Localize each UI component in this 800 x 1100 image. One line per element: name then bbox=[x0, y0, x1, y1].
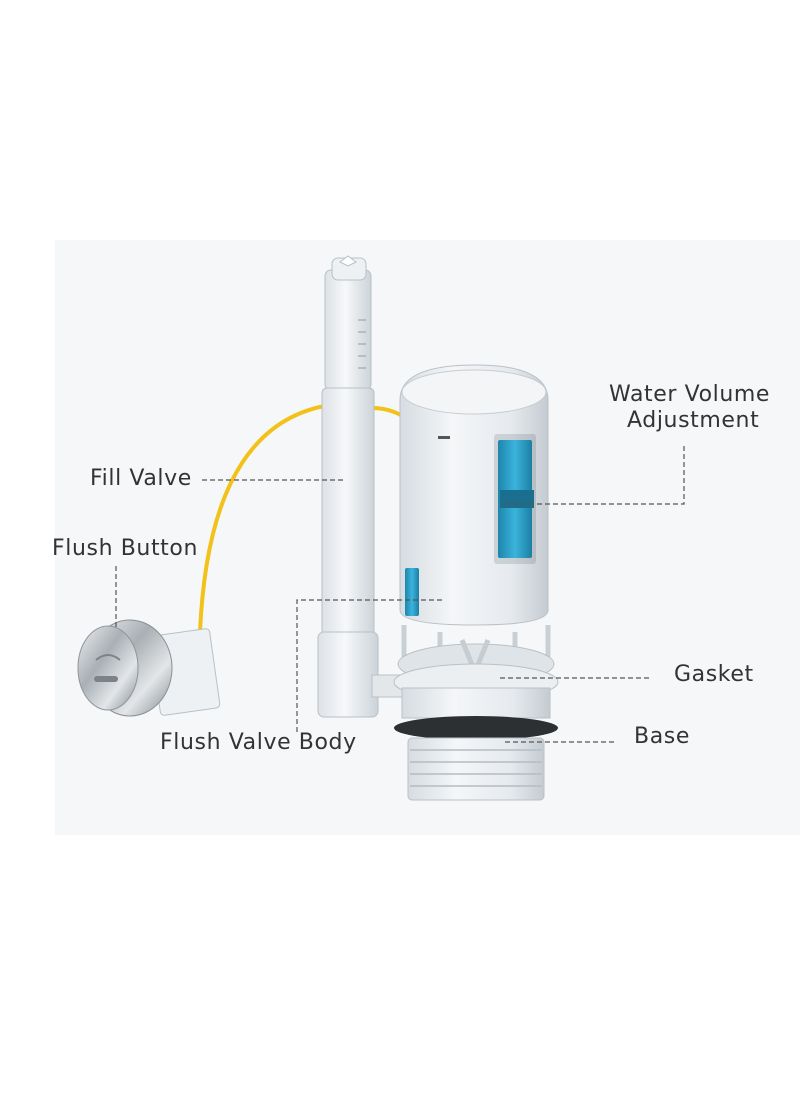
label-water-volume-line2: Adjustment bbox=[627, 408, 760, 434]
yellow-cable bbox=[198, 403, 331, 633]
leader-flush-valve-body bbox=[296, 599, 445, 732]
label-fill-valve: Fill Valve bbox=[90, 466, 192, 491]
flush-valve-body bbox=[393, 364, 559, 801]
flush-button-graphic bbox=[77, 619, 221, 717]
label-water-volume-adjustment: Water Volume Adjustment bbox=[609, 382, 770, 435]
leader-water-volume bbox=[500, 446, 685, 505]
label-base: Base bbox=[634, 724, 690, 749]
label-flush-valve-body: Flush Valve Body bbox=[160, 730, 357, 755]
gasket-ring bbox=[394, 716, 558, 740]
label-gasket: Gasket bbox=[674, 662, 754, 687]
label-flush-button: Flush Button bbox=[52, 536, 198, 561]
label-water-volume-line1: Water Volume bbox=[609, 382, 771, 407]
